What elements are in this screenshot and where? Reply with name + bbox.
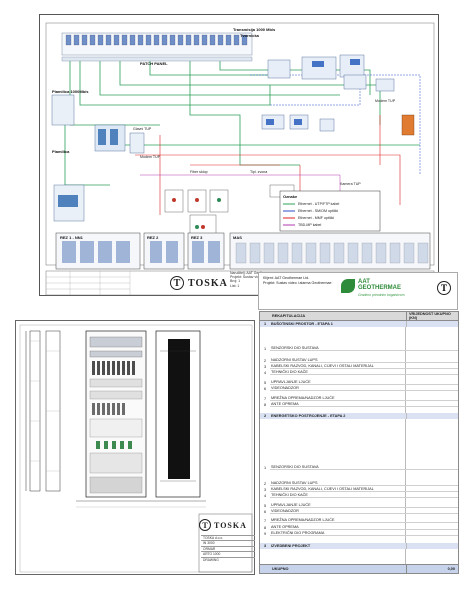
legend-item-3: Ethernet - MMF optički bbox=[298, 216, 334, 220]
total-value: 0,00 bbox=[406, 565, 458, 573]
patch-panel-label: PATCH PANEL bbox=[140, 61, 168, 66]
table-total-row: UKUPNO 0,00 bbox=[260, 564, 458, 573]
legend-item-1: Ethernet - UTP/FTP kabel bbox=[298, 202, 339, 206]
title-block-line: IN 3000 bbox=[201, 540, 255, 545]
panel-label-3: REZ 3 bbox=[191, 235, 203, 240]
toska-mark-icon: T bbox=[170, 276, 184, 290]
cost-recap-table: REKAPITULACIJA VRIJEDNOST UKUPNO (KN) 1 … bbox=[259, 311, 459, 574]
table-section-row: 3 IZVEDBENI PROJEKT bbox=[260, 543, 458, 549]
cabinet-diagram bbox=[19, 324, 253, 573]
toska-wordmark: TOSKA bbox=[188, 277, 228, 289]
project-row: Projekt: Sustav video i alarma Geotherma… bbox=[263, 281, 332, 285]
title-block-line: DRAWING bbox=[201, 556, 255, 562]
table-section-row: 1 BUŠOTINSKI PROSTOR - ETAPA 1 bbox=[260, 321, 458, 327]
legend-item-2: Ethernet - SM/OM optički bbox=[298, 209, 338, 213]
node-label-2: Modem TUP bbox=[140, 155, 161, 159]
section-number: 3 bbox=[263, 544, 267, 548]
node-label-5: Tipl. zvona bbox=[250, 170, 267, 174]
title-block-line: Naručitelj: AAT Geothermae bbox=[230, 271, 274, 275]
node-label-4: Fiber sklop bbox=[190, 170, 208, 174]
client-header-box: Klijent: AAT Geothermae Ltd. Projekt: Su… bbox=[258, 272, 458, 310]
toska-logo: T TOSKA bbox=[199, 517, 255, 533]
network-diagram: Transmisija 1000 Mb/s Tvornicka PATCH PA… bbox=[45, 22, 435, 296]
title-block: Naručitelj: AAT Geothermae Projekt: Sust… bbox=[230, 271, 300, 295]
network-drawing-sheet: Transmisija 1000 Mb/s Tvornicka PATCH PA… bbox=[39, 14, 439, 296]
aat-logo: AAT GEOTHERMAE Gradimo prirodnim bogatst… bbox=[341, 277, 411, 305]
toska-mark-icon: T bbox=[437, 281, 451, 295]
main-rack bbox=[51, 94, 145, 222]
cabinet-drawing-sheet: T TOSKA TOSKA d.o.o. IN 3000 ORMAR ARTO … bbox=[15, 320, 255, 575]
aat-slogan: Gradimo prirodnim bogatstvom bbox=[358, 293, 405, 297]
section-title: BUŠOTINSKI PROSTOR - ETAPA 1 bbox=[271, 322, 333, 326]
legend-item-4: TBD-MP kabel bbox=[298, 223, 322, 227]
legend-title: Oznake bbox=[283, 194, 298, 199]
section-number: 1 bbox=[263, 322, 267, 326]
leaf-icon bbox=[341, 279, 355, 293]
table-header: REKAPITULACIJA VRIJEDNOST UKUPNO (KN) bbox=[260, 312, 458, 321]
panel-label-4: MAS bbox=[233, 235, 242, 240]
client-info: Klijent: AAT Geothermae Ltd. Projekt: Su… bbox=[263, 276, 339, 286]
title-block-line: ORMAR bbox=[201, 545, 255, 551]
patch-panel-strip bbox=[61, 32, 253, 62]
node-label-6: Kamera TUP bbox=[340, 182, 361, 186]
title-block-line: ARTO 1000 bbox=[201, 551, 255, 556]
section-number: 2 bbox=[263, 414, 267, 418]
rack-label-1: Plamilica 1000Mb/s bbox=[52, 89, 89, 94]
aat-brand-name: AAT GEOTHERMAE bbox=[358, 279, 402, 291]
ethernet-lines bbox=[64, 61, 420, 186]
header-description: REKAPITULACIJA bbox=[272, 314, 306, 318]
section-title: ENERGETSKO POSTROJENJE - ETAPA 2 bbox=[271, 414, 346, 418]
client-row: Klijent: AAT Geothermae Ltd. bbox=[263, 276, 310, 280]
top-label: Tvornicka bbox=[240, 33, 260, 38]
toska-wordmark: TOSKA bbox=[214, 520, 247, 530]
legend-box bbox=[279, 190, 381, 232]
total-label: UKUPNO bbox=[272, 567, 289, 571]
panel-label-1: REZ 1 - NN1 bbox=[60, 235, 84, 240]
panel-label-2: REZ 2 bbox=[147, 235, 159, 240]
rack-label-2: Plamilica bbox=[52, 149, 70, 154]
table-section-row: 2 ENERGETSKO POSTROJENJE - ETAPA 2 bbox=[260, 413, 458, 419]
node-label-3: Modem TUP bbox=[375, 99, 396, 103]
node-label-1: Glavni TUP bbox=[133, 127, 152, 131]
title-block-line: Projekt: Sustav video nadzora bbox=[230, 275, 277, 280]
section-title: IZVEDBENI PROJEKT bbox=[271, 544, 311, 548]
panel-row bbox=[55, 232, 431, 270]
title-block-line: Broj: 1 bbox=[230, 279, 241, 284]
toska-mark-icon: T bbox=[199, 519, 211, 531]
toska-logo: T TOSKA bbox=[170, 272, 240, 294]
title-block: TOSKA d.o.o. IN 3000 ORMAR ARTO 1000 DRA… bbox=[201, 535, 255, 562]
header-value: VRIJEDNOST UKUPNO (KN) bbox=[406, 312, 458, 320]
title-block-line: TOSKA d.o.o. bbox=[201, 535, 255, 540]
title-block-line: List: 1 bbox=[230, 283, 240, 288]
camera-icon bbox=[401, 114, 415, 136]
switch-label: Transmisija 1000 Mb/s bbox=[233, 27, 276, 32]
